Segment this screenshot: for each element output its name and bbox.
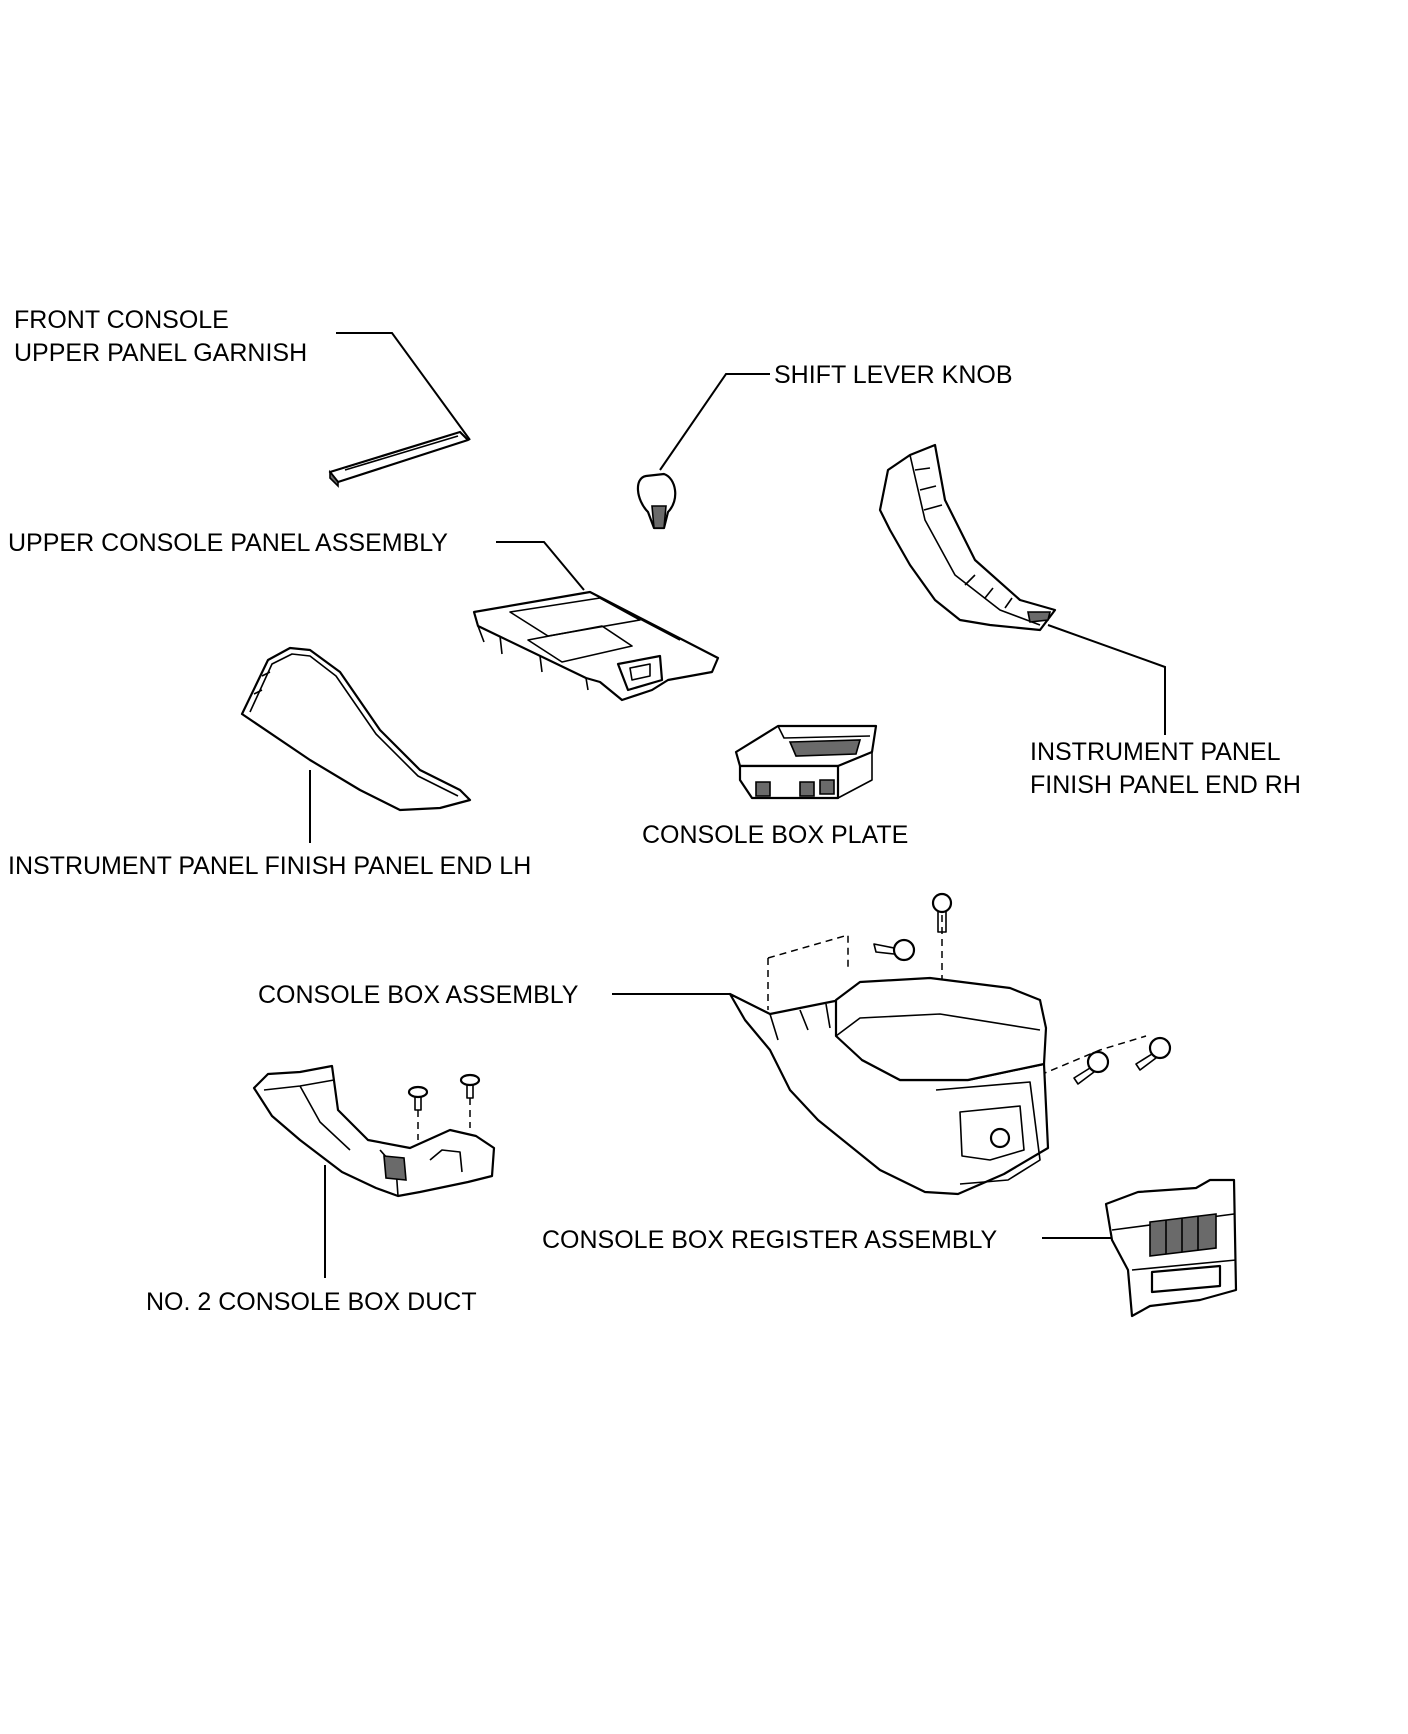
instrument-panel-finish-panel-end-rh [878,443,1057,632]
leader-front-console-garnish [336,332,471,441]
label-no2-console-box-duct: NO. 2 CONSOLE BOX DUCT [146,1288,477,1316]
screw-top-center [931,892,953,933]
label-front-console-garnish-line2: UPPER PANEL GARNISH [14,339,307,367]
console-box-register-assembly [1104,1178,1238,1318]
console-box-plate [734,724,878,800]
label-shift-lever-knob: SHIFT LEVER KNOB [774,361,1013,389]
label-console-box-assembly: CONSOLE BOX ASSEMBLY [258,981,579,1009]
front-console-upper-panel-garnish [328,430,470,488]
leader-upper-console-panel [496,541,585,591]
instrument-panel-finish-panel-end-lh [240,646,472,812]
screw-right-2 [1135,1036,1172,1071]
screw-left-upper [873,938,916,962]
leader-shift-lever-knob [659,373,770,471]
no2-console-box-duct [252,1064,496,1198]
screw-right-1 [1073,1050,1110,1085]
console-box-assembly [728,892,1172,1196]
shift-lever-knob [636,472,677,530]
leader-ip-finish-panel-end-rh [1047,624,1166,735]
clip-left [407,1085,429,1140]
label-ip-finish-panel-end-rh-line1: INSTRUMENT PANEL [1030,738,1281,766]
label-upper-console-panel-assembly: UPPER CONSOLE PANEL ASSEMBLY [8,529,448,557]
label-ip-finish-panel-end-rh-line2: FINISH PANEL END RH [1030,771,1301,799]
leader-lines [309,332,1166,1278]
label-console-box-register-assembly: CONSOLE BOX REGISTER ASSEMBLY [542,1226,998,1254]
label-console-box-plate: CONSOLE BOX PLATE [642,821,908,849]
clip-right [459,1073,481,1128]
label-front-console-garnish-line1: FRONT CONSOLE [14,306,229,334]
label-ip-finish-panel-end-lh: INSTRUMENT PANEL FINISH PANEL END LH [8,852,531,880]
upper-console-panel-assembly [472,590,720,702]
